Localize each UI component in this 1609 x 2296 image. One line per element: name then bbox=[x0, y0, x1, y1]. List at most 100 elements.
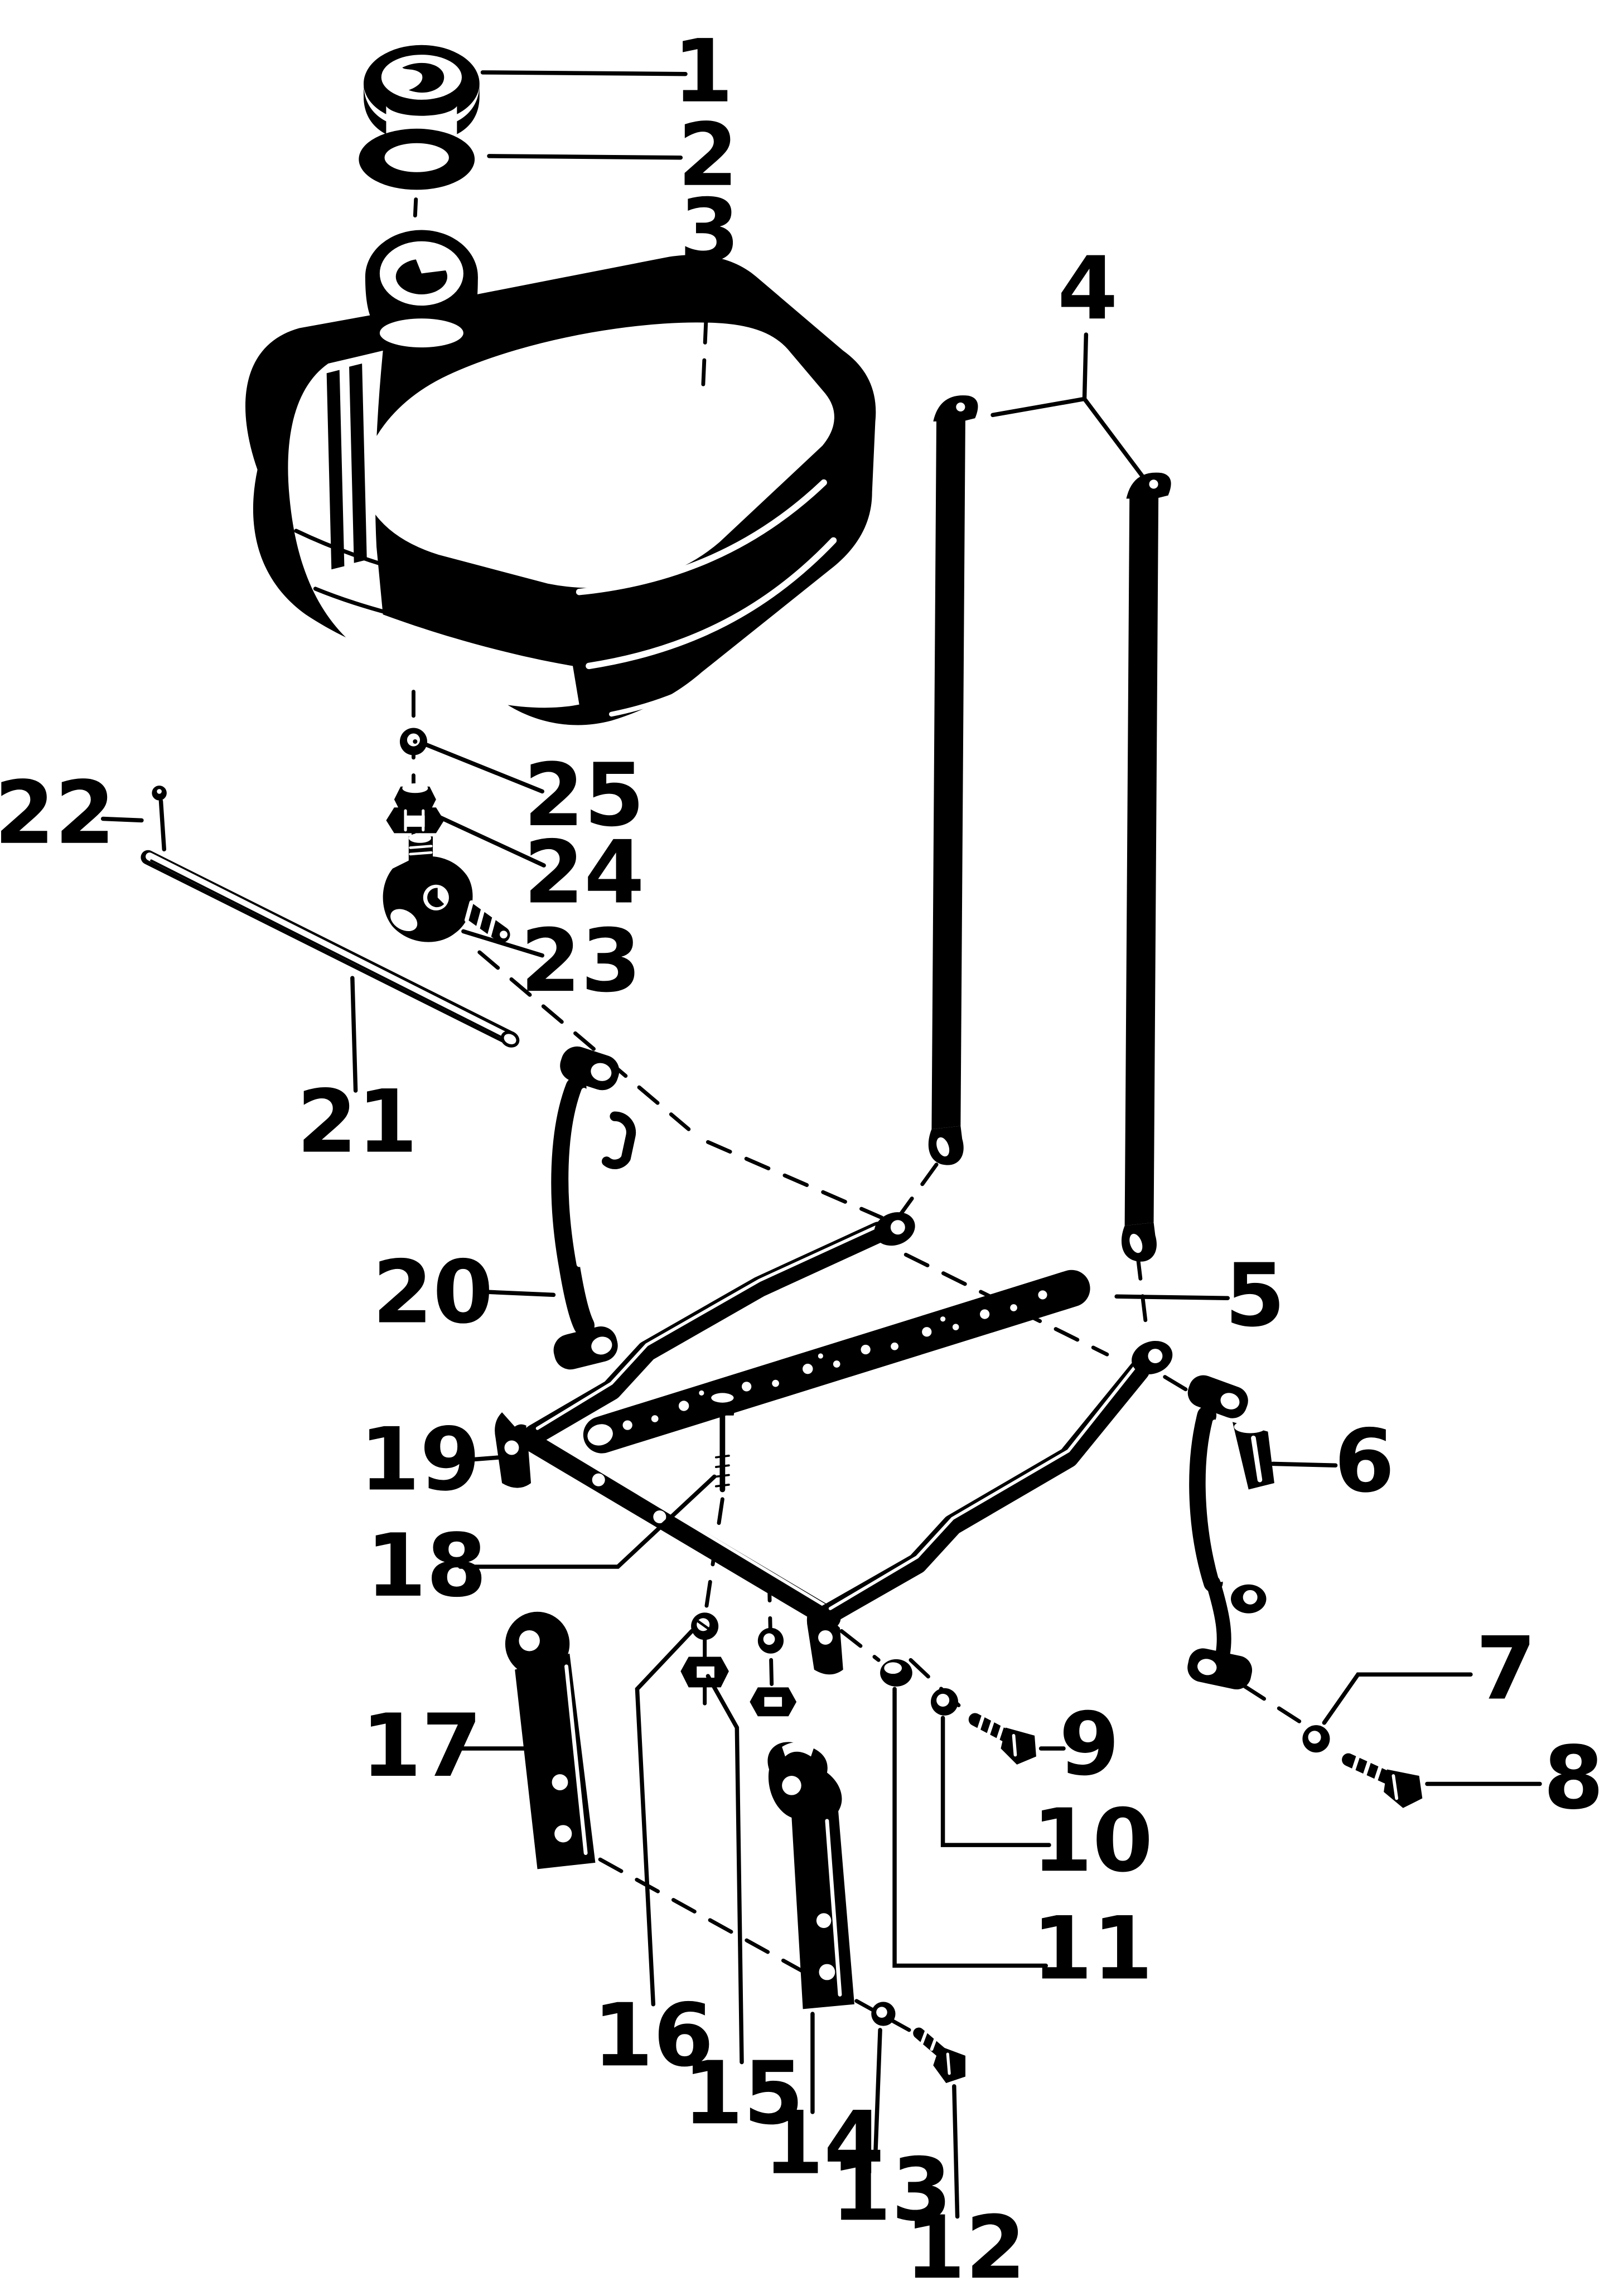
bracket17-drawing bbox=[505, 1611, 596, 1869]
part-label-22: 22 bbox=[0, 762, 115, 864]
part-labels-layer: 1234567891011121314151617181920212223242… bbox=[0, 21, 1604, 2295]
leader-6 bbox=[1270, 1461, 1338, 1467]
frame-rail-right-highlight bbox=[828, 1364, 1138, 1610]
dash-frame-left-eye bbox=[903, 1252, 1109, 1357]
leader-2 bbox=[487, 154, 683, 160]
tank-strap-left-drawing bbox=[928, 395, 978, 1165]
washer16-drawing bbox=[691, 1612, 719, 1640]
strap-bottom-hole bbox=[936, 1137, 950, 1157]
leader-19 bbox=[456, 1455, 502, 1463]
leader-12 bbox=[952, 2084, 960, 2219]
bolt12-drawing bbox=[913, 2027, 965, 2084]
bracket-highlight bbox=[564, 1664, 588, 1855]
tie-rod-drawing bbox=[141, 850, 520, 1048]
tap-washer-drawing bbox=[399, 728, 427, 755]
dash-link6-to-washer7 bbox=[1241, 1684, 1309, 1728]
link6-bottom-bushing bbox=[1187, 1648, 1253, 1690]
tap-body-highlight bbox=[390, 909, 418, 932]
tank-strap-right-drawing bbox=[1121, 472, 1171, 1262]
strap-top-curl bbox=[1126, 472, 1171, 499]
part-label-19: 19 bbox=[360, 1409, 481, 1510]
rubber-pad-drawing bbox=[583, 1270, 1090, 1454]
washer-stack-b-drawing bbox=[750, 1627, 797, 1717]
bolt8-drawing bbox=[1342, 1753, 1423, 1808]
link6-mid-eye-hole bbox=[1243, 1590, 1258, 1605]
part-label-5: 5 bbox=[1225, 1244, 1285, 1346]
part-label-18: 18 bbox=[366, 1515, 487, 1616]
strap-band bbox=[1124, 489, 1159, 1226]
nut15-drawing bbox=[680, 1656, 729, 1688]
part-label-8: 8 bbox=[1543, 1727, 1603, 1829]
frame-foot-left-hole bbox=[504, 1440, 519, 1455]
strap-top-curl bbox=[933, 395, 978, 422]
tank-seam-right-1 bbox=[576, 479, 827, 595]
link6-funnel-slot bbox=[1251, 1435, 1263, 1483]
washer-mark bbox=[697, 1620, 711, 1631]
link-body-highlight bbox=[568, 1088, 587, 1267]
washer13-drawing bbox=[871, 2002, 896, 2026]
dash-link-to-frame bbox=[706, 1140, 884, 1220]
part-label-11: 11 bbox=[1032, 1898, 1153, 1999]
leader-22 bbox=[100, 816, 144, 823]
part-label-25: 25 bbox=[524, 744, 645, 846]
pin-shaft bbox=[158, 798, 167, 852]
frame-eye-left-hole bbox=[890, 1220, 905, 1235]
link6-funnel-top bbox=[1234, 1420, 1267, 1433]
frame-rail-left bbox=[524, 1222, 889, 1446]
bolt-head bbox=[1384, 1769, 1423, 1808]
part-label-23: 23 bbox=[520, 910, 641, 1011]
bracket-hole-low bbox=[554, 1825, 572, 1843]
leader-20 bbox=[479, 1289, 556, 1297]
part-label-3: 3 bbox=[679, 180, 740, 281]
bracket-top-notch bbox=[782, 1742, 814, 1757]
link6-lower-leg bbox=[1206, 1575, 1231, 1661]
sealing-ring-drawing bbox=[359, 128, 475, 190]
bracket-hole-mid bbox=[552, 1774, 568, 1791]
part-label-16: 16 bbox=[593, 1984, 714, 2086]
bracket-body bbox=[767, 1742, 854, 2009]
washer-hole bbox=[763, 1633, 775, 1645]
nut-slot bbox=[405, 815, 425, 827]
link6-bottom-hole bbox=[1197, 1659, 1217, 1675]
part-label-13: 13 bbox=[831, 2139, 952, 2240]
frame-rail-left-highlight bbox=[535, 1225, 877, 1430]
dash-foot-to-nut11 bbox=[839, 1629, 881, 1662]
bolt-threads bbox=[976, 1714, 1004, 1742]
strap-bottom-hole bbox=[1129, 1233, 1143, 1253]
leader-5 bbox=[1114, 1294, 1230, 1300]
link6-top-bushing bbox=[1187, 1375, 1248, 1418]
dash-frame-to-link6 bbox=[1163, 1375, 1199, 1398]
tap-stub-threads bbox=[409, 845, 433, 856]
part-label-24: 24 bbox=[524, 821, 645, 923]
rod-edge-line bbox=[150, 859, 506, 1040]
dash-nut11-to-bolt9 bbox=[909, 1658, 971, 1717]
tank-stripe-2 bbox=[349, 364, 367, 563]
mounting-frame-drawing bbox=[495, 1212, 1173, 1675]
bolt-threads bbox=[1351, 1754, 1383, 1783]
leader-3-dashed bbox=[701, 274, 710, 388]
tank-seam-right-2 bbox=[586, 537, 837, 670]
bracket-hole-mid bbox=[816, 1913, 832, 1928]
frame-rail-right bbox=[816, 1360, 1150, 1626]
leader-13 bbox=[873, 2028, 882, 2161]
rod-end-cap bbox=[500, 1030, 520, 1048]
frame-bar-hole-1 bbox=[592, 1473, 605, 1486]
washer-hole bbox=[407, 733, 420, 747]
cotter-pin-drawing bbox=[152, 786, 167, 852]
washer10-drawing bbox=[930, 1688, 959, 1716]
nut-top-face bbox=[884, 1662, 902, 1674]
leader-18 bbox=[458, 1474, 717, 1569]
frame-eye-right-hole bbox=[1148, 1349, 1163, 1364]
neck-collar bbox=[379, 318, 463, 348]
bracket-hole-low bbox=[819, 1964, 835, 1980]
bracket14-drawing bbox=[767, 1742, 854, 2009]
frame-front-bar-highlight bbox=[526, 1425, 829, 1609]
dash-tap-to-link bbox=[477, 950, 691, 1131]
link-top-hole bbox=[591, 1063, 612, 1081]
leader-11 bbox=[892, 1687, 1048, 1968]
rod-fill bbox=[146, 852, 511, 1041]
bolt-thread-shaft bbox=[913, 2027, 947, 2058]
bolt18-head-top bbox=[711, 1393, 734, 1403]
tank-seam-left-1 bbox=[294, 529, 575, 600]
